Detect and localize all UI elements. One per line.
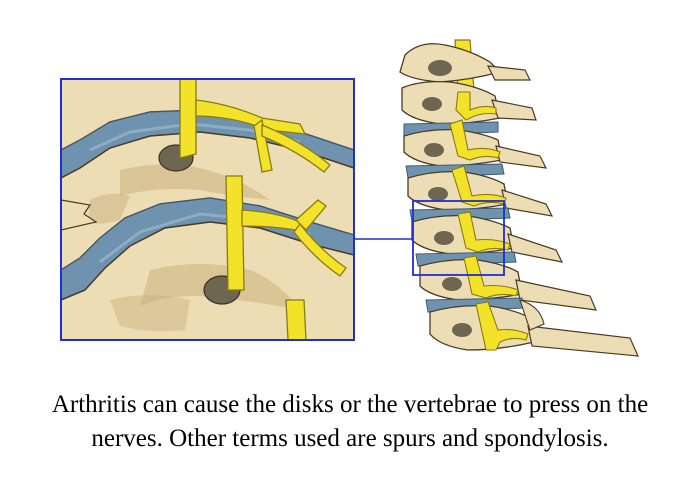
spine-diagram [60,39,639,357]
bone-spur [61,199,98,231]
vertebra-c1 [399,43,531,83]
zoom-frame [60,78,355,341]
caption-text: Arthritis can cause the disks or the ver… [51,391,649,452]
nerves-spine [449,91,529,351]
zoom-panel [61,79,354,340]
nerves-inset [179,79,347,340]
vertebra-c7 [429,299,639,357]
cervical-spine [399,39,639,357]
zoom-source-frame [412,200,505,276]
